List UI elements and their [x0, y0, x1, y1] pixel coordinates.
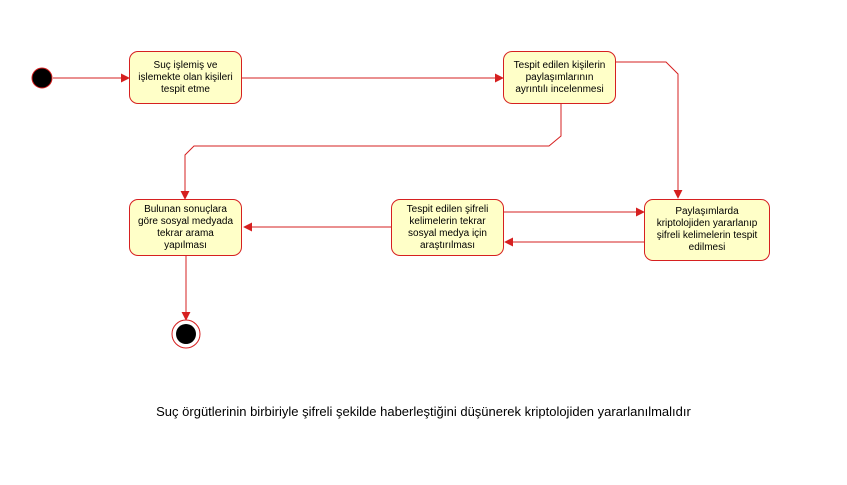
state-label: Tespit edilen kişilerin paylaşımlarının … [513, 59, 606, 95]
state-detect-encrypted-words: Paylaşımlarda kriptolojiden yararlanıp ş… [644, 199, 770, 261]
final-node [176, 324, 196, 344]
state-label: Paylaşımlarda kriptolojiden yararlanıp ş… [656, 206, 758, 253]
state-examine-posts: Tespit edilen kişilerin paylaşımlarının … [503, 51, 616, 104]
edge-s2-to-s5 [180, 104, 562, 200]
state-research-encrypted-words: Tespit edilen şifreli kelimelerin tekrar… [391, 199, 504, 256]
edge-s2-to-s3 [616, 61, 683, 199]
state-label: Suç işlemiş ve işlemekte olan kişileri t… [138, 59, 233, 95]
state-search-social-media-again: Bulunan sonuçlara göre sosyal medyada te… [129, 199, 242, 256]
diagram-caption: Suç örgütlerinin birbiriyle şifreli şeki… [156, 404, 691, 419]
state-identify-suspects: Suç işlemiş ve işlemekte olan kişileri t… [129, 51, 242, 104]
initial-node [31, 67, 53, 89]
state-label: Tespit edilen şifreli kelimelerin tekrar… [406, 203, 489, 251]
state-label: Bulunan sonuçlara göre sosyal medyada te… [137, 203, 234, 251]
